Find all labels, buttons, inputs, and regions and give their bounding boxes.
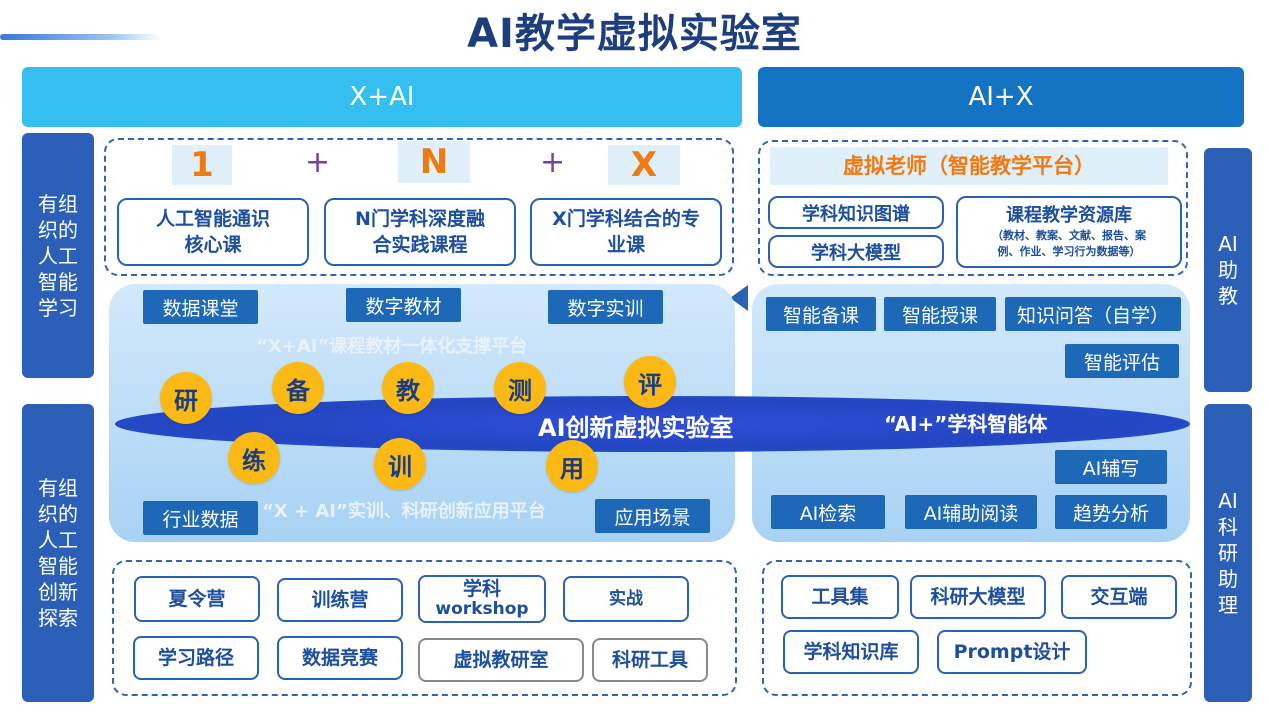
course-resource-title: 课程教学资源库 — [1006, 205, 1132, 226]
circle-train: 训 — [374, 438, 426, 490]
card-prompt-design: Prompt设计 — [937, 630, 1087, 674]
side-label-learning: 有组织的人工智能学习 — [22, 133, 94, 378]
course-card-x-discipline: X门学科结合的专 业课 — [530, 198, 722, 266]
course-card-n-discipline-line2: 合实践课程 — [372, 234, 468, 256]
banner-ai-x: AI+X — [758, 67, 1244, 127]
course-card-n-discipline-line1: N门学科深度融 — [355, 208, 485, 230]
card-practice: 实战 — [563, 576, 689, 622]
side-label-exploration-text: 有组织的人工智能创新探索 — [38, 476, 78, 630]
chip-knowledge-qa: 知识问答（自学） — [1005, 297, 1181, 331]
virtual-teacher-title: 虚拟老师（智能教学平台） — [770, 147, 1168, 185]
chip-ai-search: AI检索 — [771, 495, 885, 529]
card-data-competition: 数据竞赛 — [277, 636, 403, 680]
formula-1: 1 — [172, 145, 232, 185]
course-card-x-discipline-line2: 业课 — [606, 234, 645, 256]
side-label-ai-research: AI科研助理 — [1204, 404, 1252, 702]
card-virtual-research-room: 虚拟教研室 — [418, 638, 584, 682]
card-training-camp: 训练营 — [277, 578, 403, 622]
card-learning-path: 学习路径 — [133, 636, 259, 680]
course-card-ai-general-line2: 核心课 — [184, 234, 242, 256]
circle-test: 测 — [494, 362, 546, 414]
circle-prepare: 备 — [272, 362, 324, 414]
course-card-x-discipline-line1: X门学科结合的专 — [552, 208, 700, 230]
chip-application-scenario: 应用场景 — [595, 499, 710, 533]
formula-n: N — [398, 141, 470, 183]
chip-digital-textbook: 数字教材 — [346, 288, 461, 322]
title-decoration — [0, 34, 160, 40]
formula-plus-1: + — [305, 145, 331, 180]
course-card-ai-general-line1: 人工智能通识 — [155, 208, 270, 230]
card-workshop: 学科 workshop — [418, 575, 546, 623]
course-resource-card: 课程教学资源库 （教材、教案、文献、报告、案 例、作业、学习行为数据等） — [956, 196, 1182, 268]
card-knowledge-base: 学科知识库 — [783, 630, 919, 674]
circle-evaluate: 评 — [624, 356, 676, 408]
side-label-ai-research-text: AI科研助理 — [1218, 489, 1238, 617]
banner-x-ai: X+AI — [22, 67, 742, 127]
side-label-ai-assistant-text: AI助教 — [1218, 232, 1238, 308]
center-label-innovation-lab: AI创新虚拟实验室 — [538, 414, 734, 442]
agent-label: “AI+”学科智能体 — [884, 412, 1048, 436]
chip-trend-analysis: 趋势分析 — [1055, 495, 1167, 529]
caption-innovation-platform: “X + AI”实训、科研创新应用平台 — [262, 501, 546, 522]
course-resource-desc-1: （教材、教案、文献、报告、案 — [992, 229, 1146, 242]
side-label-learning-text: 有组织的人工智能学习 — [38, 191, 78, 320]
chip-digital-training: 数字实训 — [548, 290, 663, 324]
formula-x: X — [608, 145, 680, 185]
course-resource-desc-2: 例、作业、学习行为数据等） — [997, 245, 1141, 258]
card-research-model: 科研大模型 — [910, 575, 1046, 619]
chip-smart-teaching: 智能授课 — [884, 297, 996, 331]
knowledge-graph-card: 学科知识图谱 — [768, 196, 944, 229]
card-interactive-client: 交互端 — [1061, 575, 1177, 619]
formula-plus-2: + — [540, 145, 566, 180]
chip-ai-reading: AI辅助阅读 — [905, 495, 1037, 529]
circle-practice: 练 — [228, 432, 280, 484]
chip-industry-data: 行业数据 — [143, 501, 258, 535]
chip-smart-prep: 智能备课 — [766, 297, 876, 331]
chip-ai-writing: AI辅写 — [1055, 450, 1167, 484]
card-workshop-line1: 学科 — [462, 578, 501, 600]
card-summer-camp: 夏令营 — [134, 576, 260, 622]
card-research-tools: 科研工具 — [592, 638, 708, 682]
circle-apply: 用 — [546, 440, 598, 492]
page-title: AI教学虚拟实验室 — [467, 11, 802, 57]
card-workshop-line2: workshop — [435, 599, 529, 619]
caption-course-platform: “X+AI”课程教材一体化支撑平台 — [256, 336, 528, 357]
side-label-ai-assistant: AI助教 — [1204, 148, 1252, 392]
circle-research: 研 — [160, 372, 212, 424]
circle-teach: 教 — [382, 362, 434, 414]
discipline-model-card: 学科大模型 — [768, 235, 944, 268]
chip-data-classroom: 数据课堂 — [143, 290, 258, 324]
course-card-ai-general: 人工智能通识 核心课 — [117, 198, 309, 266]
course-card-n-discipline: N门学科深度融 合实践课程 — [324, 198, 516, 266]
chip-smart-assessment: 智能评估 — [1065, 344, 1179, 378]
card-toolset: 工具集 — [781, 575, 899, 619]
side-label-exploration: 有组织的人工智能创新探索 — [22, 404, 94, 702]
